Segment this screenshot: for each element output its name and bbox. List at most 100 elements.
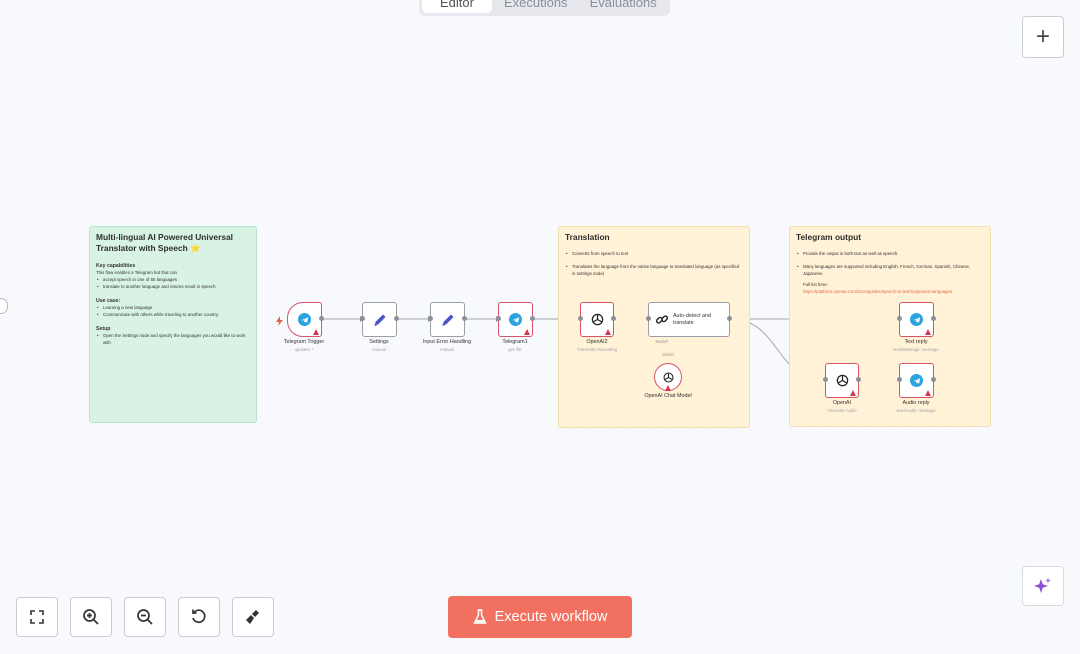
node-sublabel: manual <box>440 347 454 352</box>
model-port-label: Model* <box>655 339 669 344</box>
warning-icon <box>605 329 611 335</box>
node-openai[interactable] <box>825 363 859 398</box>
telegram-icon <box>298 313 311 326</box>
flask-icon <box>472 609 487 624</box>
node-label: OpenAI Chat Model <box>644 393 692 399</box>
node-sublabel: manual <box>372 347 386 352</box>
telegram-icon <box>509 313 522 326</box>
warning-icon <box>313 329 319 335</box>
sticky-note-output[interactable]: Telegram output Provide the output in bo… <box>789 226 991 427</box>
node-openai2[interactable] <box>580 302 614 337</box>
node-label: Input Error Handling <box>422 339 472 345</box>
openai-icon <box>663 372 673 382</box>
sticky-intro-heading: Setup <box>96 326 111 332</box>
node-label: Settings <box>369 339 389 345</box>
sticky-translation-item: Converts from speech to text <box>565 250 743 257</box>
input-handle[interactable] <box>428 316 433 321</box>
output-handle[interactable] <box>611 316 616 321</box>
reset-zoom-button[interactable] <box>178 597 220 637</box>
input-handle[interactable] <box>897 316 902 321</box>
output-handle[interactable] <box>727 316 732 321</box>
warning-icon <box>925 390 931 396</box>
zoom-in-button[interactable] <box>70 597 112 637</box>
sticky-intro-title: Multi-lingual AI Powered Universal Trans… <box>96 232 233 253</box>
execute-workflow-label: Execute workflow <box>494 609 608 625</box>
sticky-output-title: Telegram output <box>796 232 861 242</box>
tab-editor[interactable]: Editor <box>422 0 492 13</box>
view-tabs: Editor Executions Evaluations <box>419 0 670 16</box>
output-handle[interactable] <box>319 316 324 321</box>
sticky-translation-title: Translation <box>565 232 610 242</box>
sticky-intro-heading: Use case: <box>96 298 121 304</box>
warning-icon <box>524 329 530 335</box>
sticky-intro-text: This flow enables a Telegram bot that ca… <box>96 270 177 275</box>
node-label: OpenAI2 <box>586 339 608 345</box>
input-handle[interactable] <box>897 377 902 382</box>
sticky-note-intro[interactable]: Multi-lingual AI Powered Universal Trans… <box>89 226 257 423</box>
input-handle[interactable] <box>496 316 501 321</box>
node-settings[interactable] <box>362 302 397 337</box>
zoom-out-button[interactable] <box>124 597 166 637</box>
pencil-icon <box>374 314 385 326</box>
telegram-icon <box>910 313 923 326</box>
node-openai-chat-model[interactable] <box>654 363 682 391</box>
output-handle[interactable] <box>931 316 936 321</box>
output-handle[interactable] <box>931 377 936 382</box>
tidy-icon <box>246 610 259 624</box>
node-label: Telegram Trigger <box>283 339 325 345</box>
output-handle[interactable] <box>462 316 467 321</box>
node-telegram1[interactable] <box>498 302 533 337</box>
add-node-button[interactable]: + <box>1022 16 1064 58</box>
sticky-intro-item: Open the Settings node and specify the l… <box>96 332 250 346</box>
link-icon <box>655 315 669 324</box>
execute-workflow-button[interactable]: Execute workflow <box>448 596 632 638</box>
sparkle-icon <box>1034 577 1051 593</box>
output-handle[interactable] <box>394 316 399 321</box>
reset-icon <box>192 609 206 624</box>
ai-assistant-button[interactable] <box>1022 566 1064 606</box>
node-telegram-trigger[interactable] <box>287 302 322 337</box>
output-handle[interactable] <box>856 377 861 382</box>
sticky-output-link[interactable]: https://platform.openai.com/docs/guides/… <box>803 289 953 294</box>
sticky-intro-heading: Key capabilities <box>96 263 136 269</box>
model-port-label: Model <box>662 352 674 357</box>
node-text-reply[interactable] <box>899 302 934 337</box>
input-handle[interactable] <box>578 316 583 321</box>
sticky-output-item: Many languages are supported including E… <box>796 263 984 277</box>
pencil-icon <box>442 314 453 326</box>
warning-icon <box>665 385 671 391</box>
node-sublabel: sendMessage: message <box>893 347 939 352</box>
node-label: Text reply <box>904 339 928 345</box>
tab-evaluations[interactable]: Evaluations <box>589 0 657 10</box>
node-sublabel: Generate Audio <box>827 408 857 413</box>
warning-icon <box>925 329 931 335</box>
node-sublabel: updates: * <box>294 347 314 352</box>
node-label: Telegram1 <box>502 339 528 345</box>
output-handle[interactable] <box>530 316 535 321</box>
input-handle[interactable] <box>823 377 828 382</box>
node-label: Auto-detect and translate <box>672 312 712 326</box>
sticky-intro-item: Communicate with others while traveling … <box>96 311 250 318</box>
node-input-error-handling[interactable] <box>430 302 465 337</box>
telegram-icon <box>910 374 923 387</box>
node-sublabel: sendAudio: message <box>896 408 936 413</box>
node-sublabel: Transcribe Recording <box>577 347 617 352</box>
sticky-output-item: Provide the output in both text as well … <box>796 250 984 257</box>
input-handle[interactable] <box>360 316 365 321</box>
fit-view-button[interactable] <box>16 597 58 637</box>
tidy-up-button[interactable] <box>232 597 274 637</box>
node-sublabel: get: file <box>508 347 522 352</box>
fit-view-icon <box>30 610 44 624</box>
node-label: Audio reply <box>902 400 930 406</box>
sticky-intro-item: Learning a new language <box>96 304 250 311</box>
sticky-intro-item: accept speech in one of 55 languages <box>96 276 250 283</box>
tab-executions[interactable]: Executions <box>503 0 568 10</box>
node-audio-reply[interactable] <box>899 363 934 398</box>
sticky-intro-item: translate to another language and return… <box>96 283 250 290</box>
warning-icon <box>850 390 856 396</box>
sticky-translation-item: Translates the language from the native … <box>565 263 743 277</box>
input-handle[interactable] <box>646 316 651 321</box>
openai-icon <box>591 313 603 326</box>
node-auto-detect-translate[interactable]: Auto-detect and translate <box>648 302 730 337</box>
